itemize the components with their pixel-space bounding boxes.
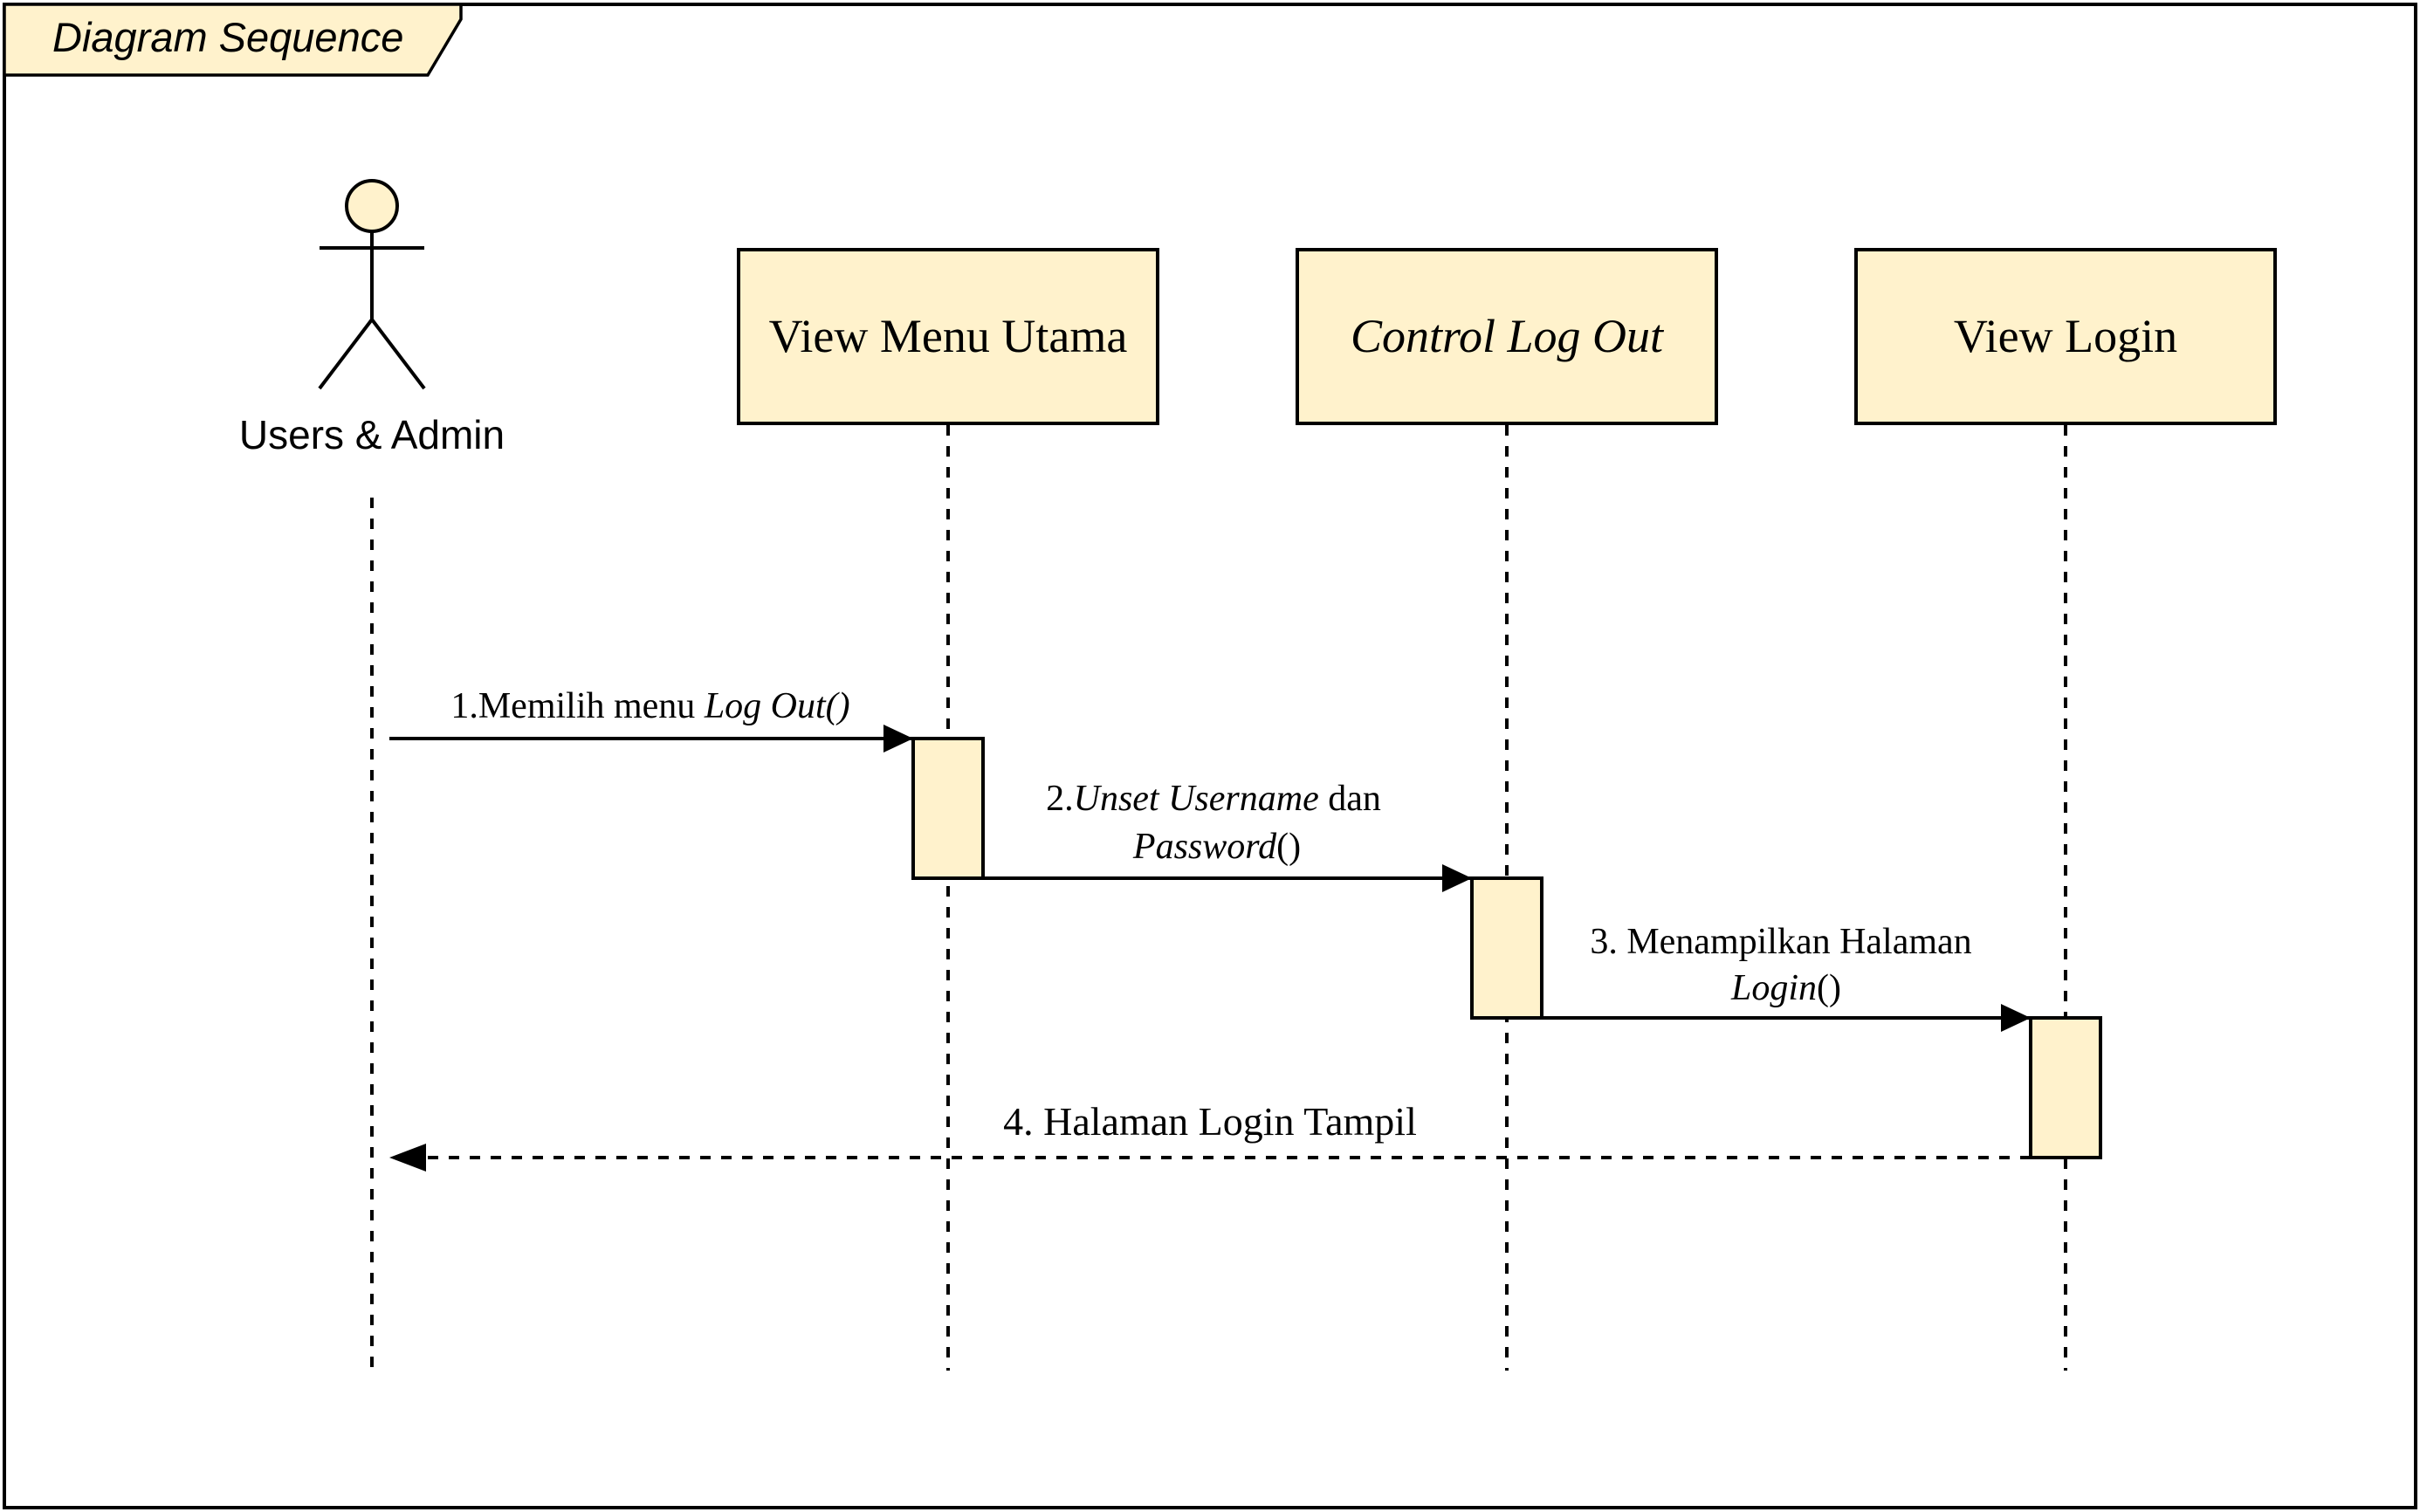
message-1-label: 1.Memilih menu Log Out() <box>450 686 849 726</box>
actor-icon <box>318 179 426 390</box>
actor-label: Users & Admin <box>239 412 505 457</box>
actor-head <box>345 179 399 233</box>
activation-view-login <box>2029 1016 2102 1159</box>
message-3-label-line1: 3. Menampilkan Halaman <box>1590 922 1971 962</box>
message-3-arrowhead <box>2001 1004 2031 1032</box>
message-4-arrowhead <box>389 1144 426 1172</box>
frame-title-tab <box>3 3 463 77</box>
message-2-label-line1: 2.Unset Username dan <box>1046 779 1381 819</box>
lifeline-label-view-menu-utama: View Menu Utama <box>769 310 1128 362</box>
message-4-label: 4. Halaman Login Tampil <box>1003 1099 1417 1144</box>
lifeline-label-control-log-out: Control Log Out <box>1351 310 1665 362</box>
activation-view-menu-utama <box>911 737 985 880</box>
lifeline-box-view-login <box>1854 248 2277 425</box>
lifeline-box-view-menu-utama <box>737 248 1159 425</box>
actor-leg-right <box>370 318 426 390</box>
message-2-arrowhead <box>1442 864 1472 892</box>
message-3-label-line2: Login() <box>1730 968 1841 1008</box>
lifeline-box-control-log-out <box>1296 248 1718 425</box>
message-2-label-line2: Password() <box>1132 827 1301 867</box>
lifeline-label-view-login: View Login <box>1954 310 2177 362</box>
frame-title: Diagram Sequence <box>52 14 403 60</box>
actor-leg-left <box>318 318 374 390</box>
message-1-arrowhead <box>883 725 913 753</box>
activation-control-log-out <box>1470 876 1543 1020</box>
